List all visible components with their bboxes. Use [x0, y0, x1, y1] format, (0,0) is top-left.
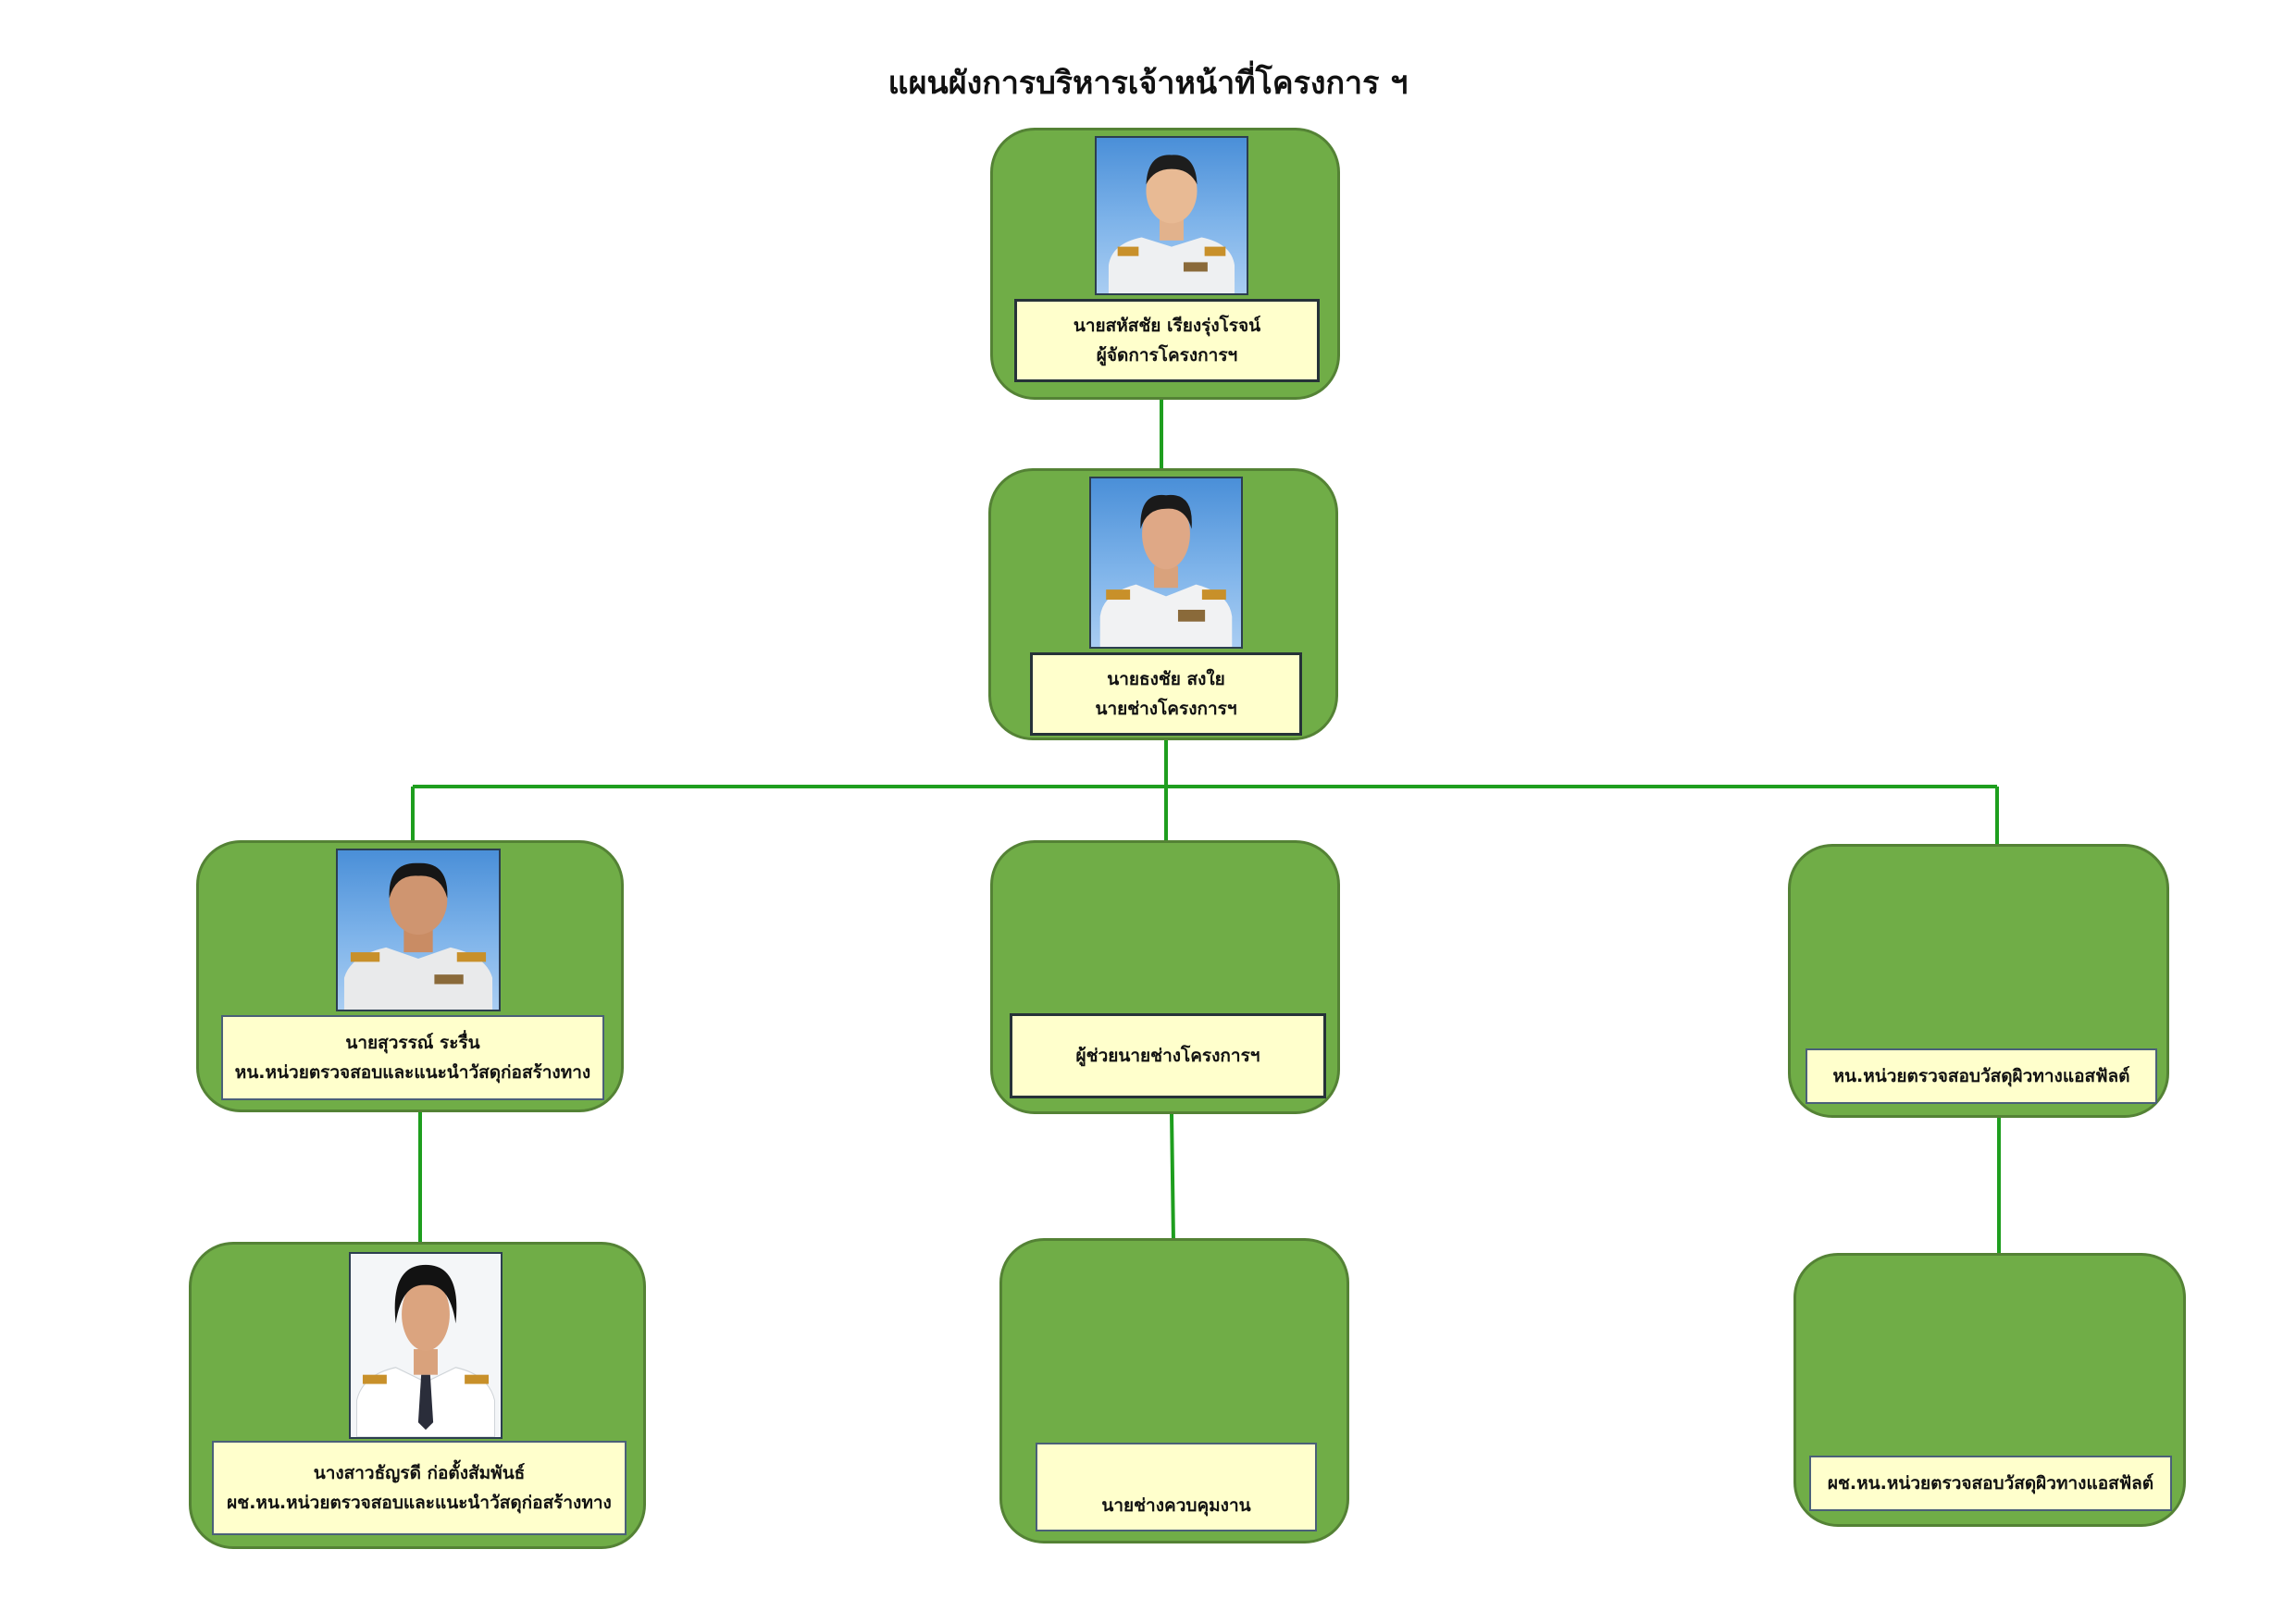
- label-asphalt-head: หน.หน่วยตรวจสอบวัสดุผิวทางแอสฟัลต์: [1806, 1048, 2157, 1104]
- person-photo-icon: [355, 1264, 496, 1437]
- label-inspection-head: นายสุวรรณ์ ระรื่น หน.หน่วยตรวจสอบและแนะน…: [221, 1015, 604, 1100]
- label-assistant-engineer: ผู้ช่วยนายช่างโครงการฯ: [1010, 1013, 1326, 1098]
- card-asphalt-assistant: ผช.หน.หน่วยตรวจสอบวัสดุผิวทางแอสฟัลต์: [1793, 1253, 2186, 1527]
- position-site-supervisor: นายช่างควบคุมงาน: [1101, 1495, 1251, 1516]
- name-manager: นายสหัสชัย เรียงรุ่งโรจน์: [1073, 316, 1261, 336]
- position-assistant-engineer: ผู้ช่วยนายช่างโครงการฯ: [1075, 1046, 1260, 1066]
- connector-center-down: [1170, 1112, 1175, 1243]
- position-manager: ผู้จัดการโครงการฯ: [1096, 345, 1238, 366]
- card-inspection-assistant: นางสาวธัญรดี ก่อตั้งสัมพันธ์ ผช.หน.หน่วย…: [189, 1242, 646, 1549]
- card-asphalt-head: หน.หน่วยตรวจสอบวัสดุผิวทางแอสฟัลต์: [1788, 844, 2169, 1118]
- person-photo-icon: [343, 862, 493, 1010]
- position-inspection-assistant: ผช.หน.หน่วยตรวจสอบและแนะนำวัสดุก่อสร้างท…: [227, 1493, 612, 1513]
- position-asphalt-assistant: ผช.หน.หน่วยตรวจสอบวัสดุผิวทางแอสฟัลต์: [1827, 1473, 2154, 1494]
- card-site-supervisor: นายช่างควบคุมงาน: [999, 1238, 1349, 1543]
- label-inspection-assistant: นางสาวธัญรดี ก่อตั้งสัมพันธ์ ผช.หน.หน่วย…: [212, 1441, 627, 1535]
- card-manager: นายสหัสชัย เรียงรุ่งโรจน์ ผู้จัดการโครงก…: [990, 128, 1340, 400]
- person-photo-icon: [1099, 494, 1233, 647]
- label-manager: นายสหัสชัย เรียงรุ่งโรจน์ ผู้จัดการโครงก…: [1014, 299, 1320, 382]
- card-inspection-head: นายสุวรรณ์ ระรื่น หน.หน่วยตรวจสอบและแนะน…: [196, 840, 624, 1112]
- label-asphalt-assistant: ผช.หน.หน่วยตรวจสอบวัสดุผิวทางแอสฟัลต์: [1809, 1456, 2172, 1511]
- card-assistant-engineer: ผู้ช่วยนายช่างโครงการฯ: [990, 840, 1340, 1114]
- page-title: แผนผังการบริหารเจ้าหน้าที่โครงการ ฯ: [887, 65, 1409, 102]
- name-inspection-head: นายสุวรรณ์ ระรื่น: [345, 1033, 480, 1053]
- photo-engineer: [1089, 477, 1243, 649]
- name-inspection-assistant: นางสาวธัญรดี ก่อตั้งสัมพันธ์: [313, 1463, 526, 1483]
- label-engineer: นายธงชัย สงใย นายช่างโครงการฯ: [1030, 652, 1302, 736]
- position-asphalt-head: หน.หน่วยตรวจสอบวัสดุผิวทางแอสฟัลต์: [1832, 1066, 2130, 1086]
- name-engineer: นายธงชัย สงใย: [1107, 669, 1225, 689]
- photo-inspection-head: [336, 849, 501, 1011]
- photo-inspection-assistant: [349, 1252, 503, 1439]
- card-engineer: นายธงชัย สงใย นายช่างโครงการฯ: [988, 468, 1338, 740]
- person-photo-icon: [1108, 155, 1235, 293]
- photo-manager: [1095, 136, 1248, 295]
- label-site-supervisor: นายช่างควบคุมงาน: [1036, 1443, 1317, 1531]
- position-engineer: นายช่างโครงการฯ: [1095, 699, 1237, 719]
- position-inspection-head: หน.หน่วยตรวจสอบและแนะนำวัสดุก่อสร้างทาง: [234, 1062, 591, 1083]
